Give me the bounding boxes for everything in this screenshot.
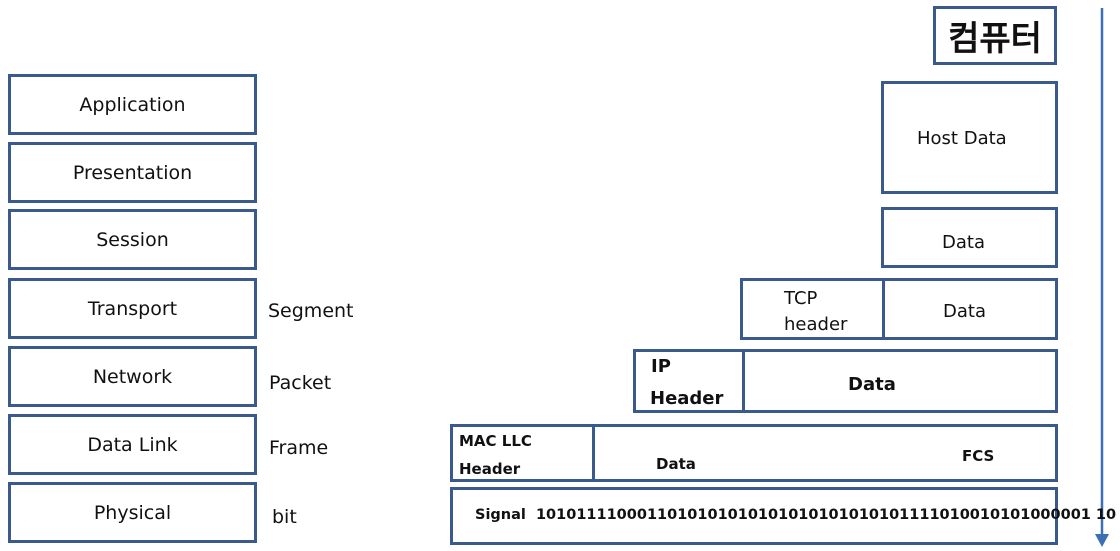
tcp-header-label-line2: header [784, 314, 848, 335]
unit-bit: bit [272, 506, 297, 528]
layer-presentation: Presentation [8, 142, 257, 203]
layer-physical: Physical [8, 482, 257, 543]
unit-segment: Segment [268, 300, 354, 322]
down-arrow-icon [1095, 8, 1109, 547]
layer-transport: Transport [8, 278, 257, 339]
session-data-box: Data [881, 207, 1058, 268]
layer-label: Network [92, 365, 173, 388]
signal-box: Signal 101011110001101010101010101010101… [450, 487, 1116, 545]
segment-divider [882, 278, 885, 340]
layer-data-link: Data Link [8, 414, 257, 475]
frame-divider [592, 424, 595, 482]
transport-data-label: Data [943, 301, 986, 322]
session-data-label: Data [942, 232, 985, 253]
packet-divider [742, 349, 745, 413]
frame-box: MAC LLC Header Data FCS [450, 424, 1058, 482]
host-data-box: Host Data [881, 81, 1058, 194]
layer-application: Application [8, 74, 257, 135]
layer-label: Session [96, 228, 169, 251]
layer-label: Presentation [72, 161, 193, 184]
unit-packet: Packet [269, 372, 332, 394]
page-title: 컴퓨터 [933, 6, 1057, 65]
layer-label: Transport [87, 297, 178, 320]
layer-network: Network [8, 346, 257, 407]
tcp-header-label-line1: TCP [784, 288, 818, 309]
mac-header-label-line2: Header [459, 460, 521, 478]
ip-header-label-line1: IP [651, 356, 671, 377]
unit-frame: Frame [269, 437, 329, 459]
ip-header-label-line2: Header [650, 388, 724, 409]
fcs-label: FCS [962, 447, 995, 465]
layer-session: Session [8, 209, 257, 270]
layer-label: Application [79, 93, 186, 116]
host-data-label: Host Data [917, 128, 1007, 149]
network-data-label: Data [848, 374, 896, 395]
layer-label: Data Link [87, 433, 178, 456]
mac-header-label-line1: MAC LLC [459, 432, 532, 450]
packet-box: IP Header Data [633, 349, 1058, 413]
frame-data-label: Data [656, 455, 696, 473]
signal-label: Signal 101011110001101010101010101010101… [475, 507, 1117, 523]
segment-box: TCP header Data [740, 278, 1058, 340]
layer-label: Physical [93, 501, 172, 524]
